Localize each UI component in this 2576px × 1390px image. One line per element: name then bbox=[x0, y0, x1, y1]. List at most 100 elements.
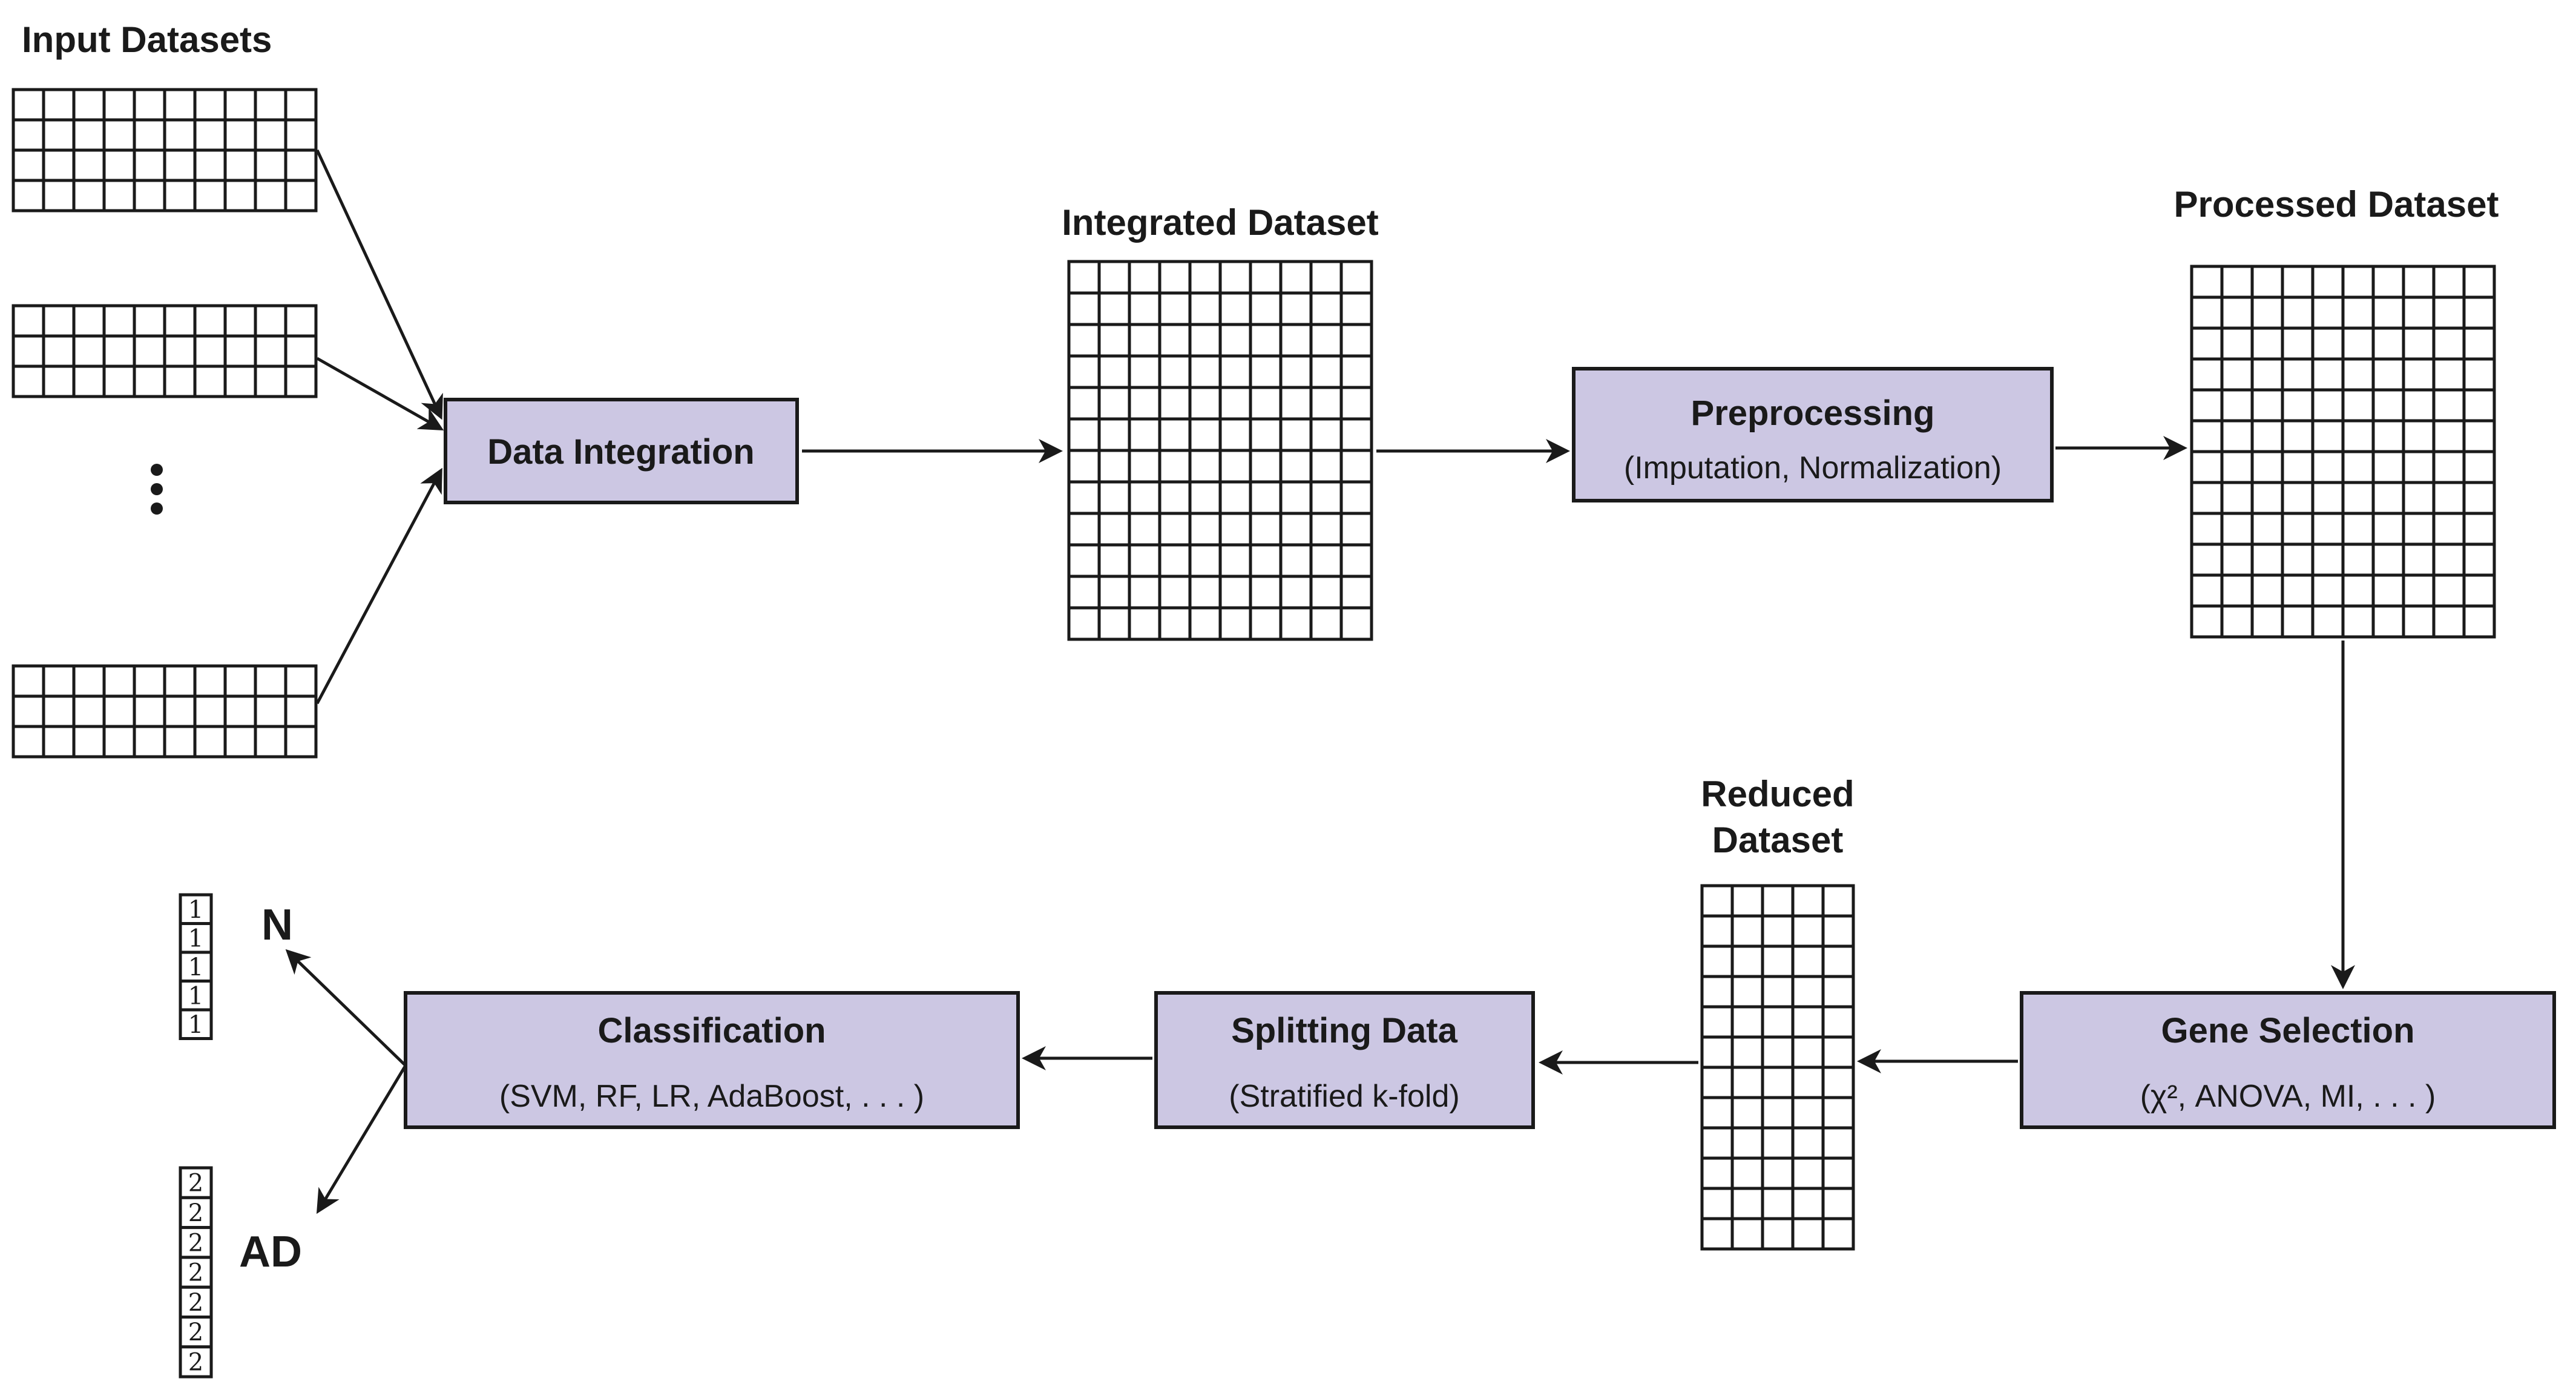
matrix-cell bbox=[1761, 1156, 1795, 1190]
matrix-cell bbox=[2190, 450, 2224, 484]
matrix-cell bbox=[2281, 419, 2315, 453]
class-ad-label: AD bbox=[239, 1228, 302, 1276]
matrix-cell bbox=[2402, 450, 2436, 484]
matrix-cell bbox=[72, 148, 106, 182]
matrix-cell bbox=[2220, 326, 2254, 361]
matrix-cell bbox=[2462, 450, 2496, 484]
matrix-cell bbox=[2371, 388, 2405, 423]
matrix-cell bbox=[1339, 606, 1373, 641]
matrix-cell bbox=[1188, 575, 1222, 610]
matrix-cell bbox=[193, 725, 227, 759]
matrix-cell bbox=[2371, 357, 2405, 392]
matrix-cell bbox=[2311, 573, 2345, 608]
matrix-cell bbox=[1097, 354, 1131, 389]
matrix-cell bbox=[1218, 354, 1252, 389]
matrix-cell bbox=[1761, 884, 1795, 918]
matrix-cell bbox=[1700, 914, 1734, 948]
matrix-cell bbox=[1249, 480, 1283, 515]
matrix-cell bbox=[1249, 291, 1283, 326]
matrix-cell bbox=[1249, 606, 1283, 641]
matrix-cell bbox=[2190, 512, 2224, 546]
matrix-cell bbox=[254, 725, 288, 759]
matrix-cell bbox=[1128, 449, 1162, 484]
splitting-data-title: Splitting Data bbox=[1231, 1011, 1458, 1050]
matrix-cell bbox=[1067, 417, 1101, 452]
matrix-cell bbox=[2281, 481, 2315, 515]
matrix-cell bbox=[1218, 386, 1252, 421]
matrix-cell bbox=[2250, 481, 2284, 515]
matrix-cell bbox=[1700, 1187, 1734, 1220]
matrix-cell bbox=[2220, 542, 2254, 577]
matrix-cell bbox=[102, 725, 136, 759]
matrix-cell bbox=[1791, 914, 1825, 948]
matrix-cell bbox=[1249, 543, 1283, 578]
matrix-cell bbox=[1188, 512, 1222, 547]
matrix-cell bbox=[1218, 449, 1252, 484]
matrix-cell bbox=[2402, 326, 2436, 361]
matrix-cell bbox=[1188, 354, 1222, 389]
matrix-cell bbox=[1218, 291, 1252, 326]
matrix-cell bbox=[72, 88, 106, 122]
matrix-cell bbox=[1097, 417, 1131, 452]
matrix-cell bbox=[42, 364, 76, 398]
matrix-cell bbox=[1730, 1096, 1764, 1130]
matrix-cell bbox=[2432, 512, 2466, 546]
matrix-cell bbox=[193, 694, 227, 728]
matrix-cell bbox=[102, 364, 136, 398]
matrix-cell-value: 1 bbox=[188, 1011, 203, 1039]
matrix-cell bbox=[2281, 542, 2315, 577]
matrix-cell bbox=[2281, 512, 2315, 546]
reduced-dataset-label-line1: Reduced bbox=[1701, 774, 1854, 814]
matrix-cell bbox=[1700, 884, 1734, 918]
matrix-cell bbox=[2402, 542, 2436, 577]
matrix-cell bbox=[2371, 419, 2405, 453]
matrix-cell bbox=[2402, 388, 2436, 423]
matrix-cell bbox=[72, 179, 106, 212]
matrix-cell bbox=[223, 725, 257, 759]
matrix-cell bbox=[2462, 326, 2496, 361]
matrix-cell bbox=[254, 304, 288, 338]
matrix-cell bbox=[1309, 386, 1343, 421]
matrix-cell bbox=[2402, 481, 2436, 515]
matrix-cell bbox=[2462, 512, 2496, 546]
matrix-cell bbox=[1309, 354, 1343, 389]
matrix-cell bbox=[2220, 265, 2254, 299]
data-integration-box: Data Integration bbox=[444, 398, 799, 504]
matrix-cell bbox=[42, 725, 76, 759]
matrix-cell bbox=[223, 334, 257, 368]
matrix-cell bbox=[1249, 323, 1283, 358]
matrix-cell bbox=[179, 980, 213, 1012]
matrix-cell bbox=[2281, 295, 2315, 330]
matrix-cell bbox=[2190, 295, 2224, 330]
matrix-cell-value: 1 bbox=[188, 982, 203, 1010]
matrix-cell bbox=[1791, 1035, 1825, 1069]
matrix-cell bbox=[2341, 512, 2375, 546]
matrix-cell bbox=[72, 334, 106, 368]
matrix-cell bbox=[1097, 512, 1131, 547]
matrix-cell bbox=[223, 364, 257, 398]
matrix-cell bbox=[1249, 575, 1283, 610]
matrix-cell bbox=[12, 694, 45, 728]
matrix-cell bbox=[284, 694, 318, 728]
matrix-cell bbox=[1761, 1187, 1795, 1220]
matrix-cell bbox=[1730, 1187, 1764, 1220]
matrix-cell bbox=[102, 694, 136, 728]
matrix-cell bbox=[102, 334, 136, 368]
matrix-cell bbox=[1067, 291, 1101, 326]
matrix-cell bbox=[1158, 543, 1192, 578]
matrix-cell bbox=[102, 304, 136, 338]
matrix-cell bbox=[1761, 975, 1795, 1009]
matrix-cell bbox=[1279, 606, 1313, 641]
matrix-cell bbox=[163, 88, 197, 122]
matrix-cell bbox=[2281, 573, 2315, 608]
matrix-cell bbox=[2220, 388, 2254, 423]
matrix-cell bbox=[1730, 944, 1764, 978]
matrix-cell bbox=[72, 118, 106, 152]
matrix-cell bbox=[1128, 260, 1162, 295]
matrix-cell bbox=[1067, 386, 1101, 421]
matrix-cell bbox=[2341, 326, 2375, 361]
matrix-cell bbox=[42, 304, 76, 338]
matrix-cell bbox=[42, 694, 76, 728]
